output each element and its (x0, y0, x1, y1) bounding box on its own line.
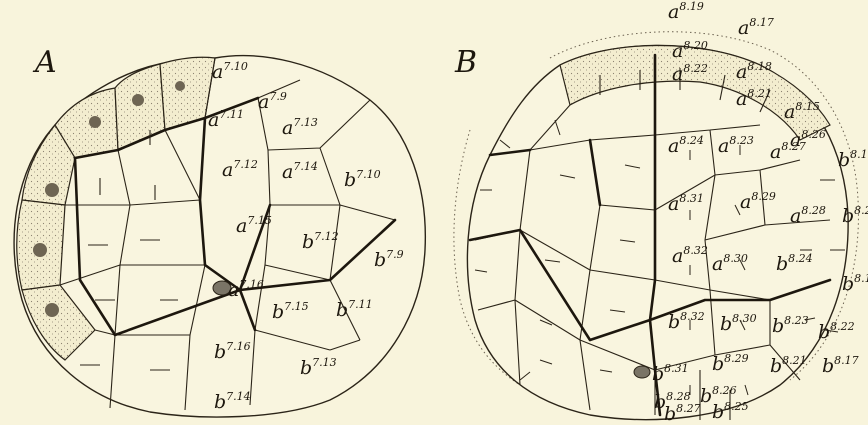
nucleus-1 (89, 116, 101, 128)
panel-b-letter: B (454, 45, 477, 80)
cell-b-label-b-8-18: b8.18 (842, 272, 868, 295)
nucleus-4 (45, 183, 59, 197)
panel-b: B a8.19a8.17a8.20a8.18a8.22a8.21a8.15a8.… (454, 0, 868, 425)
cell-b-label-a-8-19: a8.19 (668, 0, 704, 23)
nucleus-6 (45, 303, 59, 317)
nucleus-3 (175, 81, 185, 91)
nucleus-2 (132, 94, 144, 106)
cell-b-label-b-8-20: b8.20 (842, 204, 868, 227)
cell-b-label-a-8-17: a8.17 (738, 16, 774, 39)
nucleus-5 (33, 243, 47, 257)
cell-b-label-b-8-19: b8.19 (838, 148, 868, 171)
panel-a-letter: A (32, 45, 57, 80)
cell-b-label-b-8-27: b8.27 (664, 402, 701, 425)
cell-b-label-b-8-17: b8.17 (822, 354, 859, 377)
blastopore-b (634, 366, 650, 378)
cell-b-label-b-8-22: b8.22 (818, 320, 855, 343)
